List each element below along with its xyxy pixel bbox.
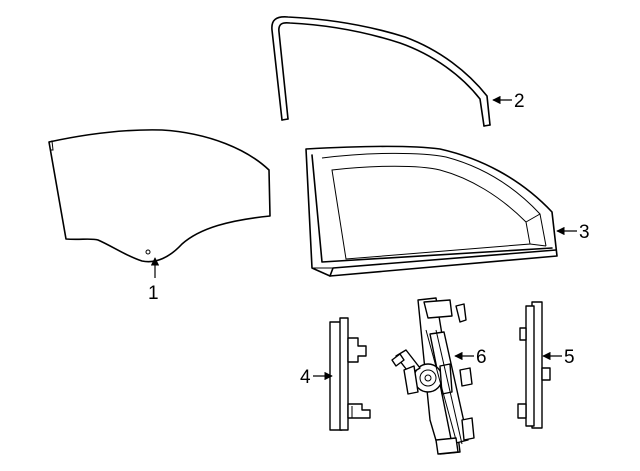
part-5-lower-channel-rear (517, 301, 551, 429)
part-3-glass-run-frame (305, 145, 558, 277)
callout-2: 2 (514, 91, 525, 112)
callout-6: 6 (476, 347, 487, 368)
part-2-glass-run-channel (271, 16, 491, 127)
callout-labels: 1 2 3 4 5 6 (148, 91, 590, 388)
callout-3: 3 (579, 222, 590, 243)
part-1-door-glass (48, 129, 271, 263)
callout-5: 5 (564, 347, 575, 368)
callout-4: 4 (300, 367, 311, 388)
leader-lines (150, 95, 577, 381)
part-6-window-regulator (391, 297, 475, 455)
part-4-lower-channel-front (329, 317, 371, 431)
callout-1: 1 (148, 283, 159, 304)
